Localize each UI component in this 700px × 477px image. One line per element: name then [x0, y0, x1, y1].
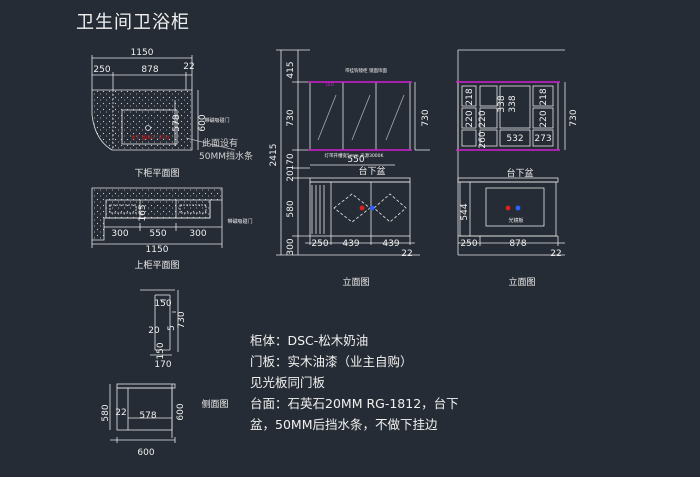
dim-label: 578 — [139, 411, 156, 421]
caption-upper-plan: 上柜平面图 — [134, 259, 179, 271]
dim-label: 532 — [506, 134, 523, 144]
dim-label: 578 — [172, 114, 182, 131]
dim-label: 150 — [156, 342, 166, 359]
dim-label: 415 — [286, 61, 296, 78]
tag-label: 带磁吸碰门 — [227, 218, 252, 225]
dim-label: 550 — [347, 155, 364, 165]
dim-label: 250 — [311, 239, 328, 249]
dim-label: 300 — [189, 229, 206, 239]
elevation-right — [457, 49, 566, 256]
dim-label: 170 — [286, 153, 296, 170]
dim-label: 439 — [342, 239, 359, 249]
dim-label: 165 — [138, 204, 148, 221]
led-strips — [308, 81, 560, 151]
dim-label: 5 — [167, 325, 177, 331]
basin-label: 台下盆 — [358, 165, 385, 177]
dim-label: 2415 — [269, 144, 279, 167]
dim-label: 730 — [421, 109, 431, 126]
elevation-left — [276, 49, 430, 256]
dim-label: 250 — [93, 65, 110, 75]
spec-line: 盆，50MM后挡水条，不做下挂边 — [250, 417, 438, 432]
spec-notes: 柜体：DSC-松木奶油 门板：实木油漆（业主自购） 见光板同门板 台面：石英石2… — [250, 330, 459, 435]
note-label: 灯带开槽宽5mm 光源3000K — [325, 152, 385, 159]
dim-label: 22 — [401, 249, 412, 259]
basin-tag: 台下 盆(RG-1812) — [131, 134, 169, 141]
dim-label: 218 — [539, 88, 549, 105]
dim-label: 170 — [154, 360, 171, 370]
tag-label: 带磁吸碰门 — [204, 117, 229, 124]
dim-label: 600 — [176, 403, 186, 420]
dim-label: 544 — [460, 203, 470, 220]
dim-label: 300 — [286, 238, 296, 255]
dim-label: 20 — [286, 170, 296, 182]
caption-side: 侧面图 — [201, 398, 228, 410]
dim-label: 273 — [534, 134, 551, 144]
dim-label: 300 — [111, 229, 128, 239]
dim-label: 550 — [149, 229, 166, 239]
faucet-icon — [359, 205, 521, 211]
dim-label: 260 — [478, 131, 488, 148]
caption-elevation-right: 立面图 — [508, 276, 535, 288]
dim-label: 878 — [141, 65, 158, 75]
dim-label: 338 — [508, 95, 518, 112]
note-label: 此面设有 — [202, 137, 238, 149]
dim-label: 250 — [460, 239, 477, 249]
mirror-lamp-label: 光镜板 — [508, 217, 523, 224]
basin-label: 台下盆 — [506, 167, 533, 179]
dim-label: 730 — [286, 109, 296, 126]
drawing-title: 卫生间卫浴柜 — [76, 12, 190, 33]
dim-label: 218 — [465, 88, 475, 105]
caption-elevation-left: 立面图 — [342, 276, 369, 288]
lower-plan — [91, 55, 236, 151]
caption-lower-plan: 下柜平面图 — [134, 167, 179, 179]
spec-line: 柜体：DSC-松木奶油 — [250, 333, 369, 348]
note-label: 50MM挡水条 — [199, 150, 253, 162]
dim-label: 600 — [198, 114, 208, 131]
side-view — [109, 289, 179, 443]
dim-label: 220 — [465, 110, 475, 127]
dim-label: 20 — [148, 326, 160, 336]
dim-label: 22 — [550, 249, 561, 259]
dim-label: 600 — [137, 448, 154, 458]
dim-label: 1150 — [131, 48, 154, 58]
dim-label: 22 — [183, 62, 194, 72]
dim-label: 730 — [177, 311, 187, 328]
dim-label: 439 — [382, 239, 399, 249]
dim-label: 150 — [154, 299, 171, 309]
note-label: 带挂钩镜柜 镜面饰面 — [345, 67, 387, 74]
led-label: LED — [326, 82, 334, 87]
spec-line: 台面：石英石20MM RG-1812，台下 — [250, 396, 459, 411]
dim-label: 1150 — [146, 245, 169, 255]
spec-line: 门板：实木油漆（业主自购） — [250, 354, 413, 369]
upper-plan — [91, 187, 223, 248]
dim-label: 580 — [286, 200, 296, 217]
spec-line: 见光板同门板 — [250, 375, 326, 390]
dim-label: 220 — [478, 110, 488, 127]
dim-label: 338 — [497, 95, 507, 112]
dim-label: 730 — [569, 109, 579, 126]
dim-label: 878 — [509, 239, 526, 249]
dim-label: 22 — [115, 408, 126, 418]
dim-label: 220 — [539, 110, 549, 127]
dim-label: 580 — [101, 404, 111, 421]
